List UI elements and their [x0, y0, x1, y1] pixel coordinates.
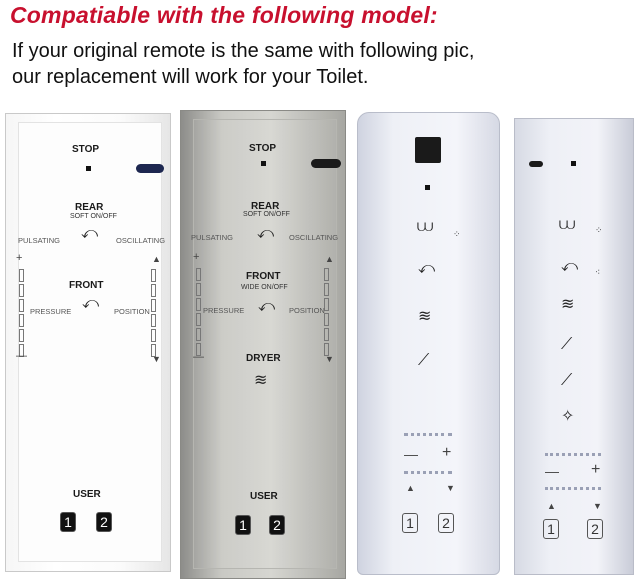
position-up-icon[interactable]: ▲ [547, 501, 556, 511]
position-label: POSITION [114, 307, 150, 316]
remote-slim-panel: ⩊ ⁘ ⤺ ⁖ ≋ ⟋ ⟋ ✧ — + ▲ ▼ 1 2 [514, 118, 634, 575]
user-2-button[interactable]: 2 [96, 512, 112, 532]
front-label: FRONT [246, 271, 281, 282]
pressure-plus[interactable]: + [16, 252, 23, 264]
sanitize-icon[interactable]: ✧ [561, 408, 575, 425]
pulsating-label: PULSATING [191, 233, 233, 242]
description-line-1: If your original remote is the same with… [12, 40, 475, 62]
nozzle-clean-icon[interactable]: ⟋ [561, 336, 573, 353]
nozzle-clean-icon[interactable]: ⟋ [418, 352, 430, 369]
status-light [311, 159, 341, 168]
dryer-icon[interactable]: ≋ [418, 308, 432, 325]
spray-icon: ⁖ [595, 267, 601, 277]
front-wash-icon[interactable]: ⤺ [82, 295, 100, 312]
rear-wash-icon[interactable]: ⤺ [257, 225, 275, 242]
stop-button[interactable] [571, 161, 576, 166]
position-level-dashes [404, 471, 452, 477]
oscillating-label: OSCILLATING [116, 236, 166, 245]
remote-face [193, 119, 337, 569]
remote-silver-panel: STOP REAR SOFT ON/OFF PULSATING OSCILLAT… [180, 110, 346, 579]
pulsating-label: PULSATING [18, 236, 60, 245]
remote-rounded-panel: ⩊ ⁘ ⤺ ≋ ⟋ — + ▲ ▼ 1 2 [357, 112, 500, 575]
stop-button[interactable] [86, 166, 91, 171]
pressure-level-bars [19, 269, 24, 357]
headline: Compatiable with the following model: [10, 2, 438, 28]
front-sub-label: WIDE ON/OFF [241, 284, 288, 291]
pressure-minus[interactable]: — [193, 351, 204, 363]
user-1-button[interactable]: 1 [60, 512, 76, 532]
stop-button[interactable] [261, 161, 266, 166]
spray-icon: ⁘ [453, 229, 461, 239]
front-wash-icon[interactable]: ⤺ [418, 260, 436, 277]
rear-label: REAR [251, 201, 280, 212]
position-up-icon[interactable]: ▲ [325, 254, 334, 264]
oscillating-label: OSCILLATING [289, 233, 339, 242]
pressure-level-dashes [545, 453, 601, 459]
status-light [136, 164, 164, 173]
position-down-icon[interactable]: ▼ [593, 501, 602, 511]
pressure-minus[interactable]: — [16, 350, 27, 362]
pressure-plus[interactable]: + [442, 444, 452, 461]
position-level-bars [324, 268, 329, 356]
remote-white-panel: STOP REAR SOFT ON/OFF PULSATING OSCILLAT… [5, 113, 171, 572]
pressure-level-bars [196, 268, 201, 356]
status-light [529, 161, 543, 167]
position-down-icon[interactable]: ▼ [446, 483, 455, 493]
remote-face [18, 122, 162, 562]
position-up-icon[interactable]: ▲ [406, 483, 415, 493]
user-1-button[interactable]: 1 [543, 519, 559, 539]
stop-label: STOP [72, 144, 100, 155]
stop-label: STOP [249, 143, 277, 154]
description: If your original remote is the same with… [12, 38, 474, 90]
rear-wash-icon[interactable]: ⤺ [81, 225, 99, 242]
pressure-level-dashes [404, 433, 452, 439]
pressure-plus[interactable]: + [591, 461, 601, 478]
position-label: POSITION [289, 306, 325, 315]
rear-sub-label: SOFT ON/OFF [243, 211, 290, 218]
power-button[interactable] [415, 137, 441, 163]
position-level-dashes [545, 487, 601, 493]
rear-label: REAR [75, 202, 104, 213]
spray-icon: ⁘ [595, 225, 603, 235]
user-2-button[interactable]: 2 [438, 513, 454, 533]
dryer-icon[interactable]: ≋ [254, 372, 268, 389]
user-2-button[interactable]: 2 [587, 519, 603, 539]
front-wash-icon[interactable]: ⤺ [561, 258, 579, 275]
dryer-label: DRYER [246, 353, 281, 364]
pressure-minus[interactable]: — [545, 463, 559, 479]
position-down-icon[interactable]: ▼ [152, 354, 161, 364]
user-2-button[interactable]: 2 [269, 515, 285, 535]
user-1-button[interactable]: 1 [402, 513, 418, 533]
pressure-minus[interactable]: — [404, 446, 418, 462]
position-down-icon[interactable]: ▼ [325, 354, 334, 364]
description-line-2: our replacement will work for your Toile… [12, 66, 369, 88]
stop-button[interactable] [425, 185, 430, 190]
front-label: FRONT [69, 280, 104, 291]
position-level-bars [151, 269, 156, 357]
rear-sub-label: SOFT ON/OFF [70, 213, 117, 220]
pressure-plus[interactable]: + [193, 251, 200, 263]
user-1-button[interactable]: 1 [235, 515, 251, 535]
pressure-label: PRESSURE [30, 307, 72, 316]
user-label: USER [250, 491, 278, 502]
deodorize-icon[interactable]: ⟋ [561, 372, 573, 389]
rear-wash-icon[interactable]: ⩊ [559, 216, 576, 233]
pressure-label: PRESSURE [203, 306, 245, 315]
rear-wash-icon[interactable]: ⩊ [417, 218, 434, 235]
dryer-icon[interactable]: ≋ [561, 296, 575, 313]
position-up-icon[interactable]: ▲ [152, 254, 161, 264]
front-wash-icon[interactable]: ⤺ [258, 298, 276, 315]
user-label: USER [73, 489, 101, 500]
